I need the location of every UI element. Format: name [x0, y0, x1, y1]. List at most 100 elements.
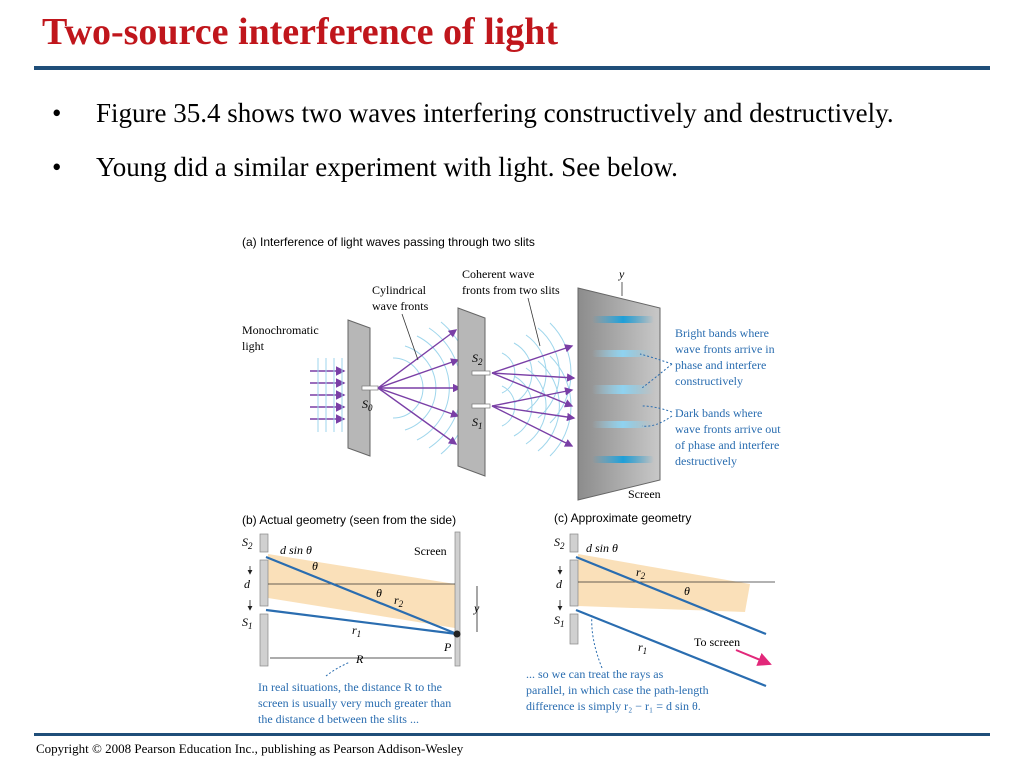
panel-a-caption: Interference of light waves passing thro… — [260, 235, 535, 249]
diverging-rays — [377, 329, 462, 445]
b-theta2-label: θ — [376, 586, 382, 600]
panel-c-caption: Approximate geometry — [571, 511, 692, 525]
barrier-single-slit — [347, 319, 371, 457]
svg-text:r1: r1 — [638, 640, 647, 656]
dark-note-1: Dark bands where — [675, 406, 762, 420]
monochromatic-label-2: light — [242, 339, 265, 353]
s1-sub: 1 — [478, 421, 483, 431]
svg-text:r2: r2 — [636, 565, 646, 581]
panel-c: (c) Approximate geometry To screen S2 S1… — [526, 511, 775, 713]
b-slit-bottom — [259, 613, 269, 667]
monochromatic-label-1: Monochromatic — [242, 323, 319, 337]
footer-rule — [34, 733, 990, 736]
slide-title: Two-source interference of light — [42, 11, 559, 53]
c-to-screen-label: To screen — [694, 635, 740, 649]
b-ray-r2 — [265, 555, 458, 636]
svg-text:(c) Approximate geometry: (c) Approximate geometry — [554, 511, 691, 525]
s1-label: S — [472, 415, 478, 429]
b-y-label: y — [473, 601, 480, 615]
b-r2-label: r — [394, 593, 399, 607]
dark-note-3: of phase and interfere — [675, 438, 779, 452]
c-r2-sub: 2 — [641, 571, 646, 581]
s2-label: S — [472, 351, 478, 365]
bullet-text: Figure 35.4 shows two waves interfering … — [96, 98, 894, 128]
c-dsin-label: d sin θ — [586, 541, 618, 555]
incoming-rays — [310, 366, 346, 424]
svg-text:r2: r2 — [394, 593, 404, 609]
c-d-label: d — [556, 577, 563, 591]
title-rule — [34, 66, 990, 70]
b-slit-top — [259, 533, 269, 553]
c-note-2: parallel, in which case the path-length — [526, 683, 709, 697]
bright-note-4: constructively — [675, 374, 743, 388]
b-screen — [454, 531, 461, 667]
slit-s0 — [361, 385, 379, 391]
c-ray-r2 — [575, 555, 767, 636]
dark-note-2: wave fronts arrive out — [675, 422, 781, 436]
c-r1-sub: 1 — [643, 646, 648, 656]
svg-text:r1: r1 — [352, 623, 361, 639]
svg-text:S1: S1 — [472, 415, 483, 431]
svg-text:S1: S1 — [242, 615, 253, 631]
coherent-label-1: Coherent wave — [462, 267, 534, 281]
note-pointers — [639, 353, 673, 427]
bullet-text: Young did a similar experiment with ligh… — [96, 152, 678, 182]
svg-text:S0: S0 — [362, 397, 373, 413]
b-dsin-label: d sin θ — [280, 543, 312, 557]
copyright-text: Copyright © 2008 Pearson Education Inc.,… — [36, 741, 464, 756]
b-screen-label: Screen — [414, 544, 447, 558]
c-note-1: ... so we can treat the rays as — [526, 667, 664, 681]
cylindrical-label-2: wave fronts — [372, 299, 429, 313]
two-slit-wavefronts — [501, 322, 572, 457]
point-p — [453, 630, 461, 638]
b-note-2: screen is usually very much greater than — [258, 696, 451, 710]
b-note-1: In real situations, the distance R to th… — [258, 680, 442, 694]
bright-note-1: Bright bands where — [675, 326, 769, 340]
panel-c-letter: (c) — [554, 511, 568, 525]
bullet-list: • Figure 35.4 shows two waves interfering… — [52, 94, 952, 202]
svg-text:S1: S1 — [554, 613, 565, 629]
c-theta-label: θ — [684, 584, 690, 598]
coherent-pointer — [527, 297, 541, 347]
svg-text:(a) Interference of light wave: (a) Interference of light waves passing … — [242, 235, 535, 249]
s0-sub: 0 — [368, 403, 373, 413]
b-r1-label: r — [352, 623, 357, 637]
bullet-glyph: • — [52, 152, 62, 182]
bright-note-3: phase and interfere — [675, 358, 766, 372]
to-screen-arrow — [735, 649, 772, 666]
interference-bands — [592, 316, 654, 463]
s2-sub: 2 — [478, 357, 483, 367]
slit-s2 — [471, 370, 491, 376]
cylindrical-label-1: Cylindrical — [372, 283, 427, 297]
c-r1-label: r — [638, 640, 643, 654]
bullet-item: • Figure 35.4 shows two waves interfering… — [52, 94, 952, 132]
cylindrical-pointer — [401, 313, 419, 361]
svg-text:S2: S2 — [242, 535, 253, 551]
panel-c-shade — [578, 554, 750, 612]
c-r2-label: r — [636, 565, 641, 579]
svg-text:(b) Actual geometry (seen from: (b) Actual geometry (seen from the side) — [242, 513, 456, 527]
b-R-label: R — [355, 652, 364, 666]
plane-wavefronts — [317, 358, 343, 432]
svg-text:S2: S2 — [554, 535, 565, 551]
bullet-glyph: • — [52, 98, 62, 128]
b-note-pointer — [325, 661, 351, 677]
c-note-pointer — [591, 613, 603, 669]
two-slit-rays — [491, 344, 576, 447]
svg-text:S2: S2 — [472, 351, 483, 367]
bright-note-2: wave fronts arrive in — [675, 342, 775, 356]
screen-label-a: Screen — [628, 487, 661, 501]
panel-b: (b) Actual geometry (seen from the side)… — [242, 513, 480, 726]
slit-s1 — [471, 403, 491, 409]
b-p-label: P — [443, 640, 452, 654]
c-ray-r1 — [575, 608, 767, 688]
panel-a-letter: (a) — [242, 235, 257, 249]
b-r2-sub: 2 — [399, 599, 404, 609]
coherent-label-2: fronts from two slits — [462, 283, 560, 297]
panel-b-caption: Actual geometry (seen from the side) — [259, 513, 456, 527]
c-note-3: difference is simply r₂ − r₁ = d sin θ. — [526, 699, 701, 713]
y-axis-label: y — [618, 267, 625, 281]
panel-a: (a) Interference of light waves passing … — [242, 235, 781, 501]
b-theta-label: θ — [312, 559, 318, 573]
dark-note-4: destructively — [675, 454, 737, 468]
